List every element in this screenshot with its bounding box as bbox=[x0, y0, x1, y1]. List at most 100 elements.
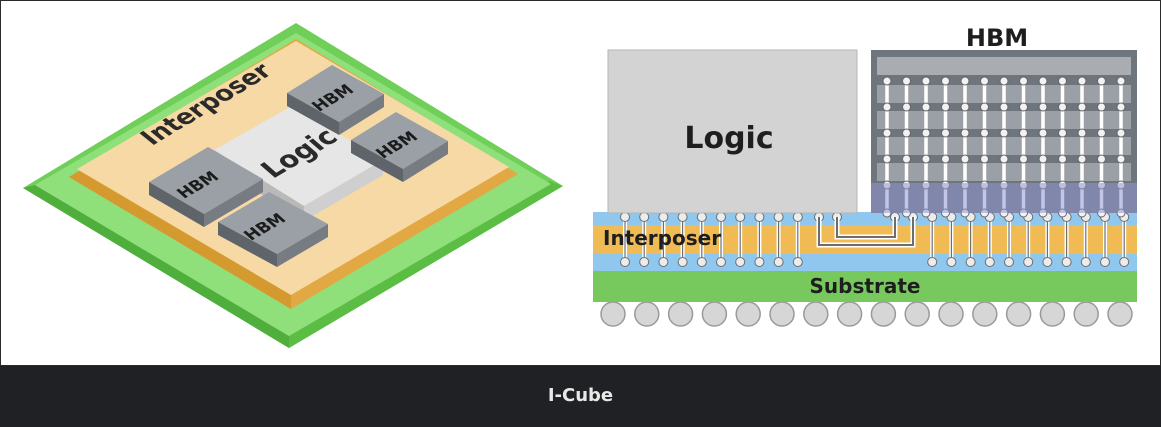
hbm-bump bbox=[902, 154, 911, 164]
hbm-bump bbox=[1097, 102, 1106, 112]
hbm-bump bbox=[1097, 76, 1106, 86]
hbm-bump bbox=[921, 102, 931, 112]
hbm-bump bbox=[902, 128, 911, 138]
micro-bump bbox=[792, 257, 803, 267]
caption-bar: I-Cube bbox=[0, 366, 1161, 427]
upper-bump-layer bbox=[593, 212, 1137, 225]
substrate-layer bbox=[593, 270, 1137, 302]
i-cube-figure: Interposer Logic HBM HBM bbox=[0, 0, 1161, 366]
lower-bump-layer bbox=[593, 253, 1137, 271]
micro-bump bbox=[946, 257, 957, 267]
logic-label: Logic bbox=[684, 121, 773, 156]
solder-ball bbox=[972, 301, 998, 327]
micro-bump bbox=[773, 212, 784, 222]
hbm-bump bbox=[882, 154, 892, 164]
solder-ball bbox=[634, 301, 660, 327]
hbm-bump bbox=[1019, 76, 1028, 86]
hbm-bump bbox=[921, 154, 931, 164]
hbm-bump bbox=[941, 128, 950, 138]
micro-bump bbox=[1119, 257, 1130, 267]
hbm-bump bbox=[1019, 128, 1028, 138]
micro-bump bbox=[639, 212, 650, 222]
hbm-bump bbox=[921, 76, 931, 86]
hbm-bump bbox=[882, 128, 892, 138]
hbm-bump bbox=[960, 76, 970, 86]
micro-bump bbox=[773, 257, 784, 267]
micro-bump bbox=[754, 212, 765, 222]
hbm-stack-right: HBM bbox=[351, 112, 448, 182]
micro-bump bbox=[1061, 257, 1072, 267]
hbm-bump bbox=[882, 76, 892, 86]
micro-bump bbox=[716, 257, 726, 267]
micro-bump bbox=[716, 212, 726, 222]
hbm-bump bbox=[941, 76, 950, 86]
hbm-bump bbox=[1038, 76, 1048, 86]
micro-bump bbox=[984, 257, 995, 267]
solder-ball bbox=[803, 301, 829, 327]
hbm-stack-top: HBM bbox=[287, 65, 384, 135]
hbm-bump bbox=[980, 76, 989, 86]
solder-ball-row bbox=[600, 301, 1133, 327]
micro-bump bbox=[658, 257, 669, 267]
hbm-bump bbox=[902, 76, 911, 86]
hbm-bump bbox=[1097, 128, 1106, 138]
hbm-bump bbox=[999, 76, 1009, 86]
hbm-bump bbox=[941, 102, 950, 112]
solder-ball bbox=[870, 301, 897, 327]
solder-ball bbox=[667, 301, 694, 327]
hbm-bump bbox=[1019, 154, 1028, 164]
hbm-stack-left: HBM bbox=[149, 147, 263, 227]
hbm-bump bbox=[960, 154, 970, 164]
micro-bump bbox=[696, 212, 707, 222]
hbm-bump bbox=[1077, 154, 1087, 164]
hbm-stack-bottom: HBM bbox=[218, 192, 328, 267]
micro-bump bbox=[696, 257, 707, 267]
hbm-bump bbox=[902, 102, 911, 112]
micro-bump bbox=[1023, 257, 1034, 267]
micro-bump bbox=[754, 257, 765, 267]
hbm-bump bbox=[980, 128, 989, 138]
solder-ball bbox=[1005, 301, 1032, 327]
hbm-bump bbox=[1038, 102, 1048, 112]
hbm-bump bbox=[1058, 76, 1067, 86]
solder-ball bbox=[904, 301, 930, 327]
hbm-bump bbox=[882, 102, 892, 112]
hbm-bump bbox=[1116, 154, 1126, 164]
hbm-bump bbox=[941, 154, 950, 164]
hbm-bump bbox=[960, 102, 970, 112]
solder-ball bbox=[1073, 301, 1099, 327]
hbm-bump bbox=[1097, 154, 1106, 164]
hbm-bump bbox=[980, 154, 989, 164]
cross-section-diagram: Substrate Interposer Logic HBM bbox=[593, 24, 1137, 327]
solder-ball bbox=[1107, 301, 1133, 327]
solder-ball bbox=[938, 301, 964, 327]
hbm-bump bbox=[1116, 128, 1126, 138]
micro-bump bbox=[677, 212, 688, 222]
solder-ball bbox=[836, 301, 863, 327]
hbm-bump bbox=[960, 128, 970, 138]
micro-bump bbox=[677, 257, 688, 267]
micro-bump bbox=[639, 257, 650, 267]
solder-ball bbox=[701, 301, 728, 327]
micro-bump bbox=[1100, 257, 1110, 267]
hbm-bump bbox=[1038, 128, 1048, 138]
logic-die-top bbox=[214, 106, 383, 206]
micro-bump bbox=[1080, 257, 1091, 267]
interposer-label: Interposer bbox=[603, 226, 721, 250]
isometric-package-diagram: Interposer Logic HBM HBM bbox=[23, 23, 563, 348]
hbm-bump bbox=[999, 154, 1009, 164]
micro-bump bbox=[735, 257, 746, 267]
hbm-bump bbox=[1058, 102, 1067, 112]
hbm-bump bbox=[1116, 76, 1126, 86]
hbm-bump bbox=[999, 128, 1009, 138]
micro-bump bbox=[965, 257, 976, 267]
hbm-bump bbox=[1077, 128, 1087, 138]
micro-bump bbox=[927, 257, 938, 267]
micro-bump bbox=[792, 212, 803, 222]
micro-bump bbox=[1004, 257, 1014, 267]
micro-bump bbox=[658, 212, 669, 222]
hbm-bump bbox=[1077, 102, 1087, 112]
hbm-bump bbox=[1058, 128, 1067, 138]
solder-ball bbox=[735, 301, 761, 327]
